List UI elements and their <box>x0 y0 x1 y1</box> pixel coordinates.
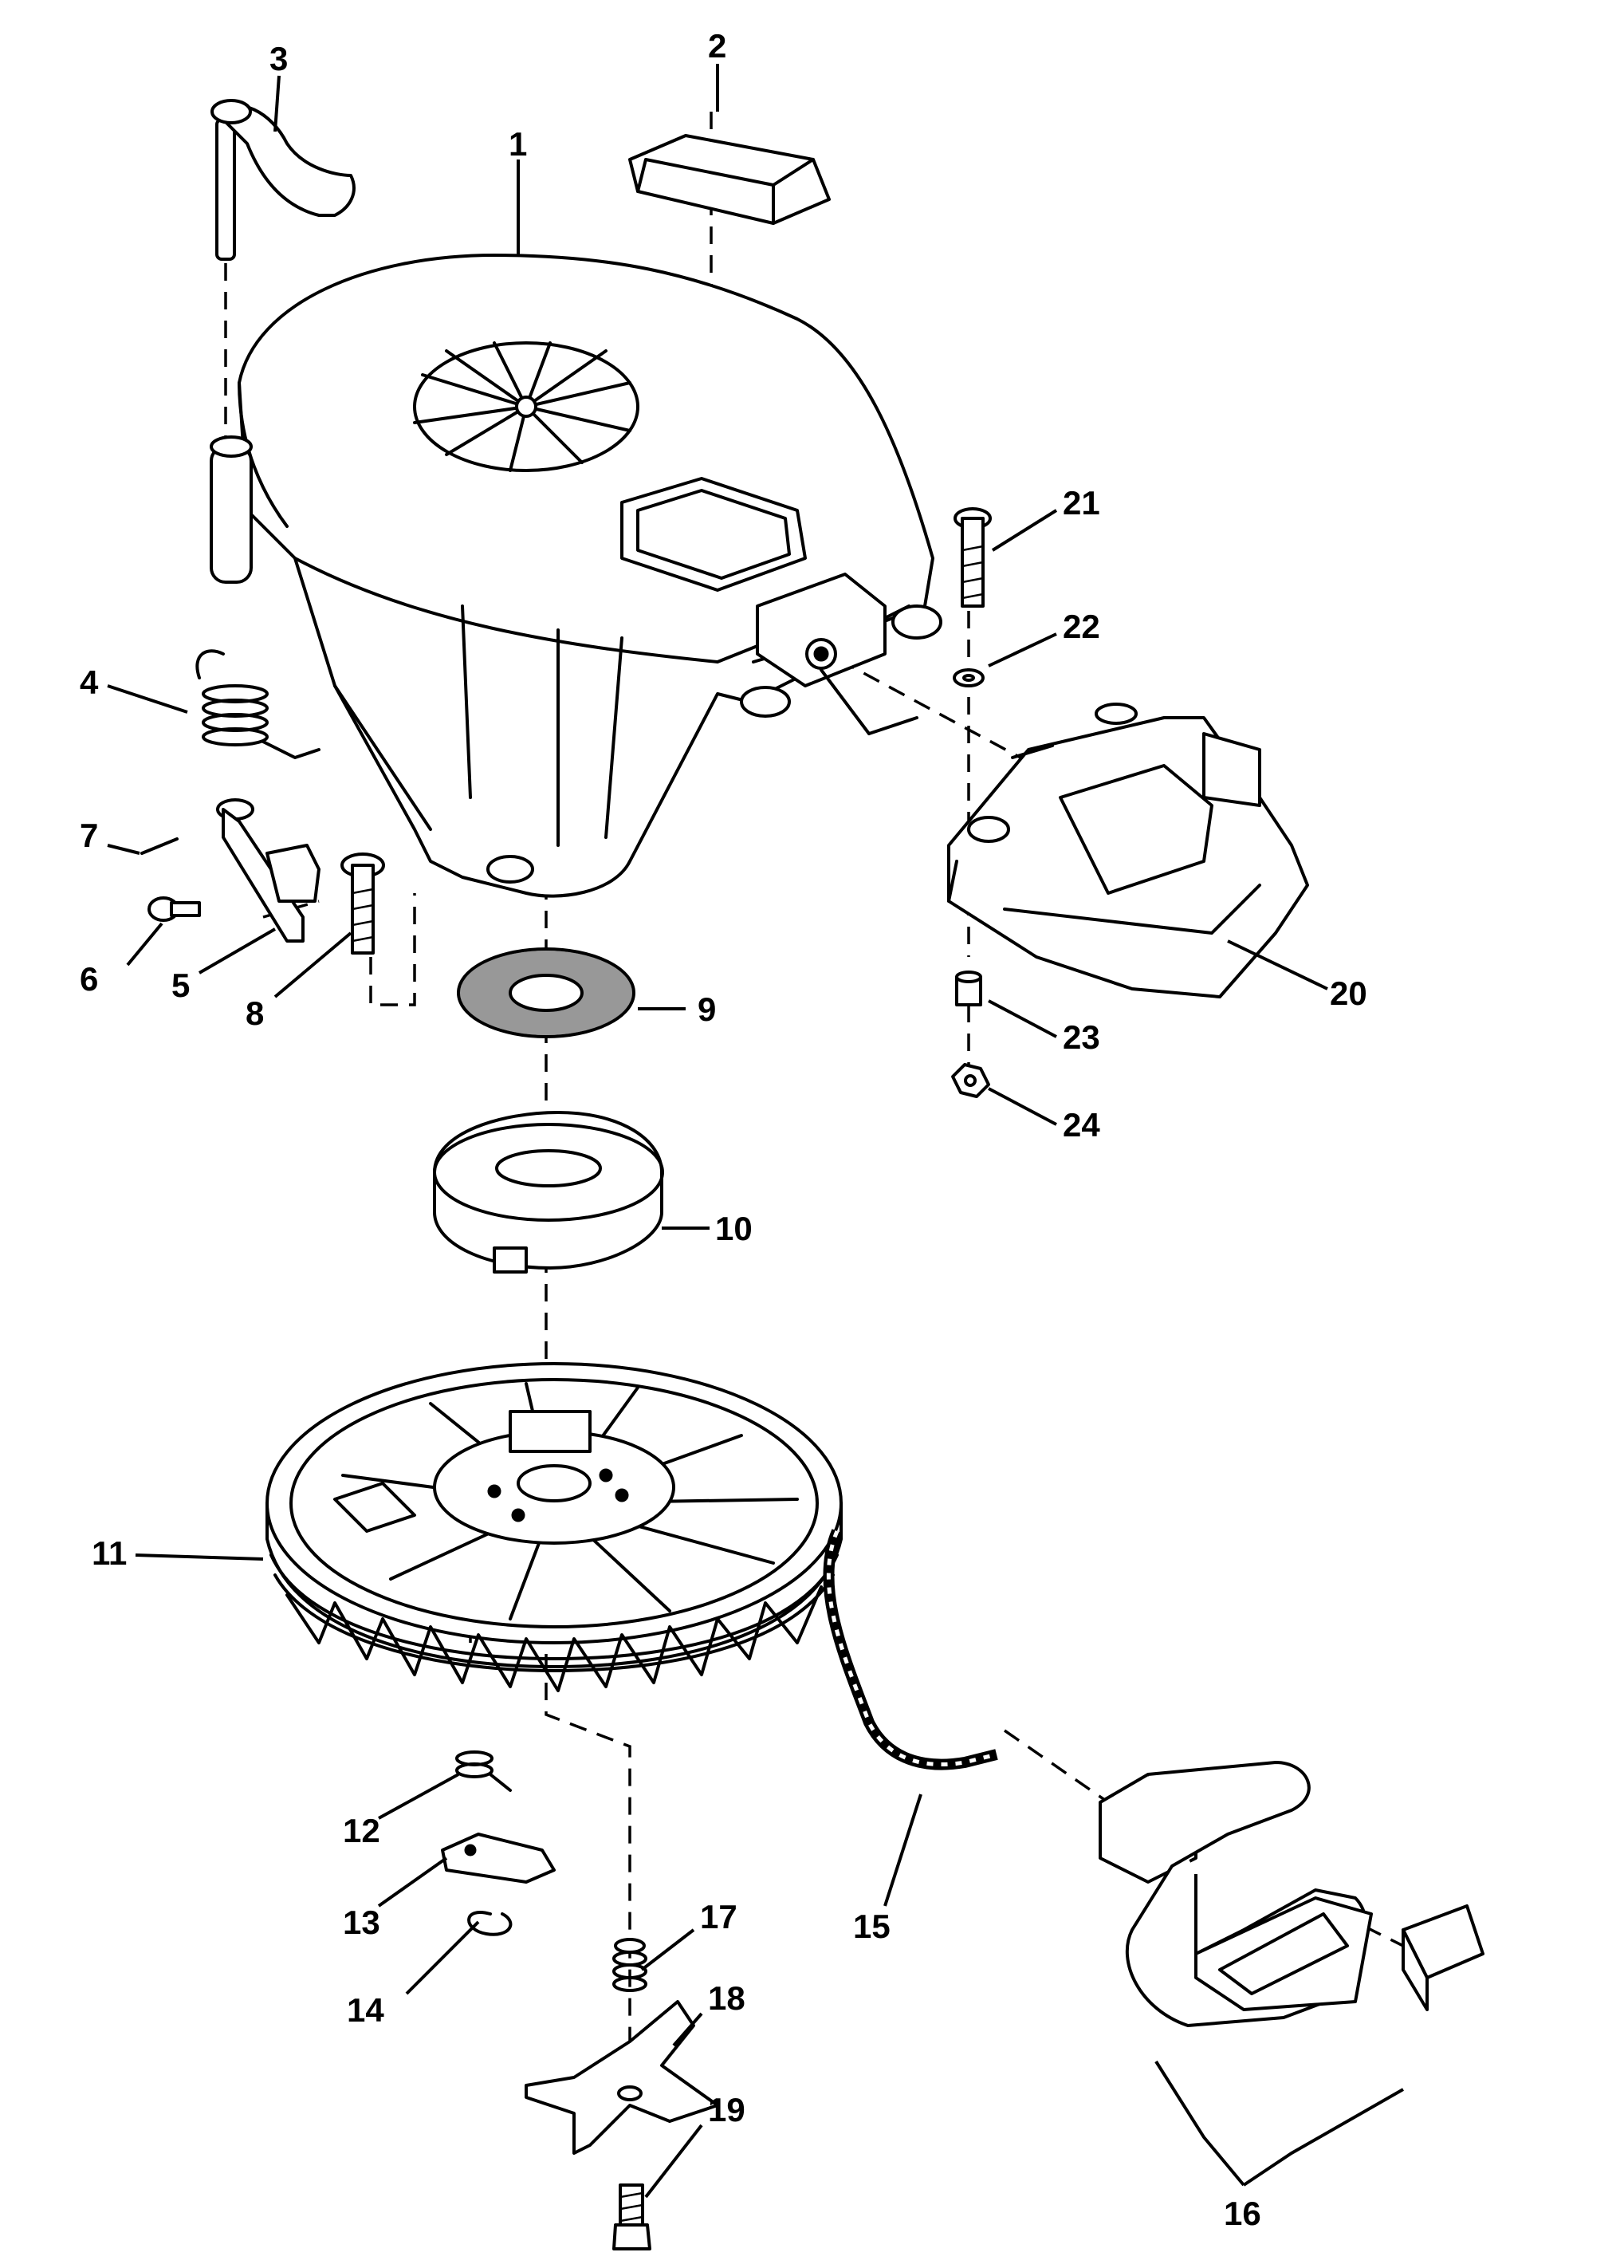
callout-8: 8 <box>246 994 264 1032</box>
callout-7: 7 <box>80 817 98 854</box>
callout-23: 23 <box>1063 1018 1100 1056</box>
starter-rope <box>823 1529 998 1770</box>
grille-spokes <box>413 341 631 472</box>
callout-14: 14 <box>347 1991 384 2029</box>
callout-2: 2 <box>708 27 726 65</box>
callout-4: 4 <box>80 663 99 701</box>
starter-handle <box>1099 1761 1373 2027</box>
starter-housing <box>210 254 942 898</box>
callout-12: 12 <box>343 1812 380 1849</box>
retainer-plate <box>433 1111 664 1274</box>
cover-plug <box>628 134 831 225</box>
washer-22 <box>953 668 985 687</box>
latch-arm <box>216 798 320 943</box>
callout-5: 5 <box>171 967 190 1004</box>
torsion-spring <box>195 649 320 759</box>
spacer-23 <box>955 971 982 1006</box>
screw-6 <box>147 896 201 922</box>
callout-21: 21 <box>1063 484 1100 522</box>
pin-7 <box>140 837 179 855</box>
pawl-spring <box>455 1750 512 1792</box>
bolt-8 <box>340 852 385 955</box>
callout-20: 20 <box>1330 975 1367 1012</box>
callout-17: 17 <box>700 1898 737 1935</box>
pawl <box>441 1833 556 1884</box>
callout-3: 3 <box>269 40 288 77</box>
spring-17 <box>612 1938 647 1992</box>
rewind-pulley <box>265 1362 843 1692</box>
callout-10: 10 <box>715 1210 753 1247</box>
mounting-bracket <box>947 703 1309 998</box>
callout-19: 19 <box>708 2091 745 2128</box>
callout-15: 15 <box>853 1908 891 1945</box>
callout-1: 1 <box>509 125 527 163</box>
retaining-clip <box>467 1911 513 1936</box>
bolt-19 <box>612 2183 651 2250</box>
handle-insert <box>1402 1904 1484 2011</box>
callout-11: 11 <box>92 1534 127 1572</box>
callout-6: 6 <box>80 960 98 998</box>
nut-24 <box>951 1063 990 1098</box>
callout-22: 22 <box>1063 608 1100 645</box>
control-lever <box>210 99 356 261</box>
callout-18: 18 <box>708 1979 745 2017</box>
friction-washer <box>457 947 635 1038</box>
callout-24: 24 <box>1063 1106 1100 1144</box>
callout-16: 16 <box>1224 2195 1261 2232</box>
callout-13: 13 <box>343 1904 380 1941</box>
leader-lines <box>107 64 1404 2199</box>
drive-plate <box>525 2000 719 2155</box>
callout-9: 9 <box>698 990 716 1028</box>
bolt-21 <box>954 507 992 608</box>
callout-labels: 1 2 3 4 5 6 7 8 9 10 11 12 13 14 15 16 1… <box>80 27 1367 2232</box>
